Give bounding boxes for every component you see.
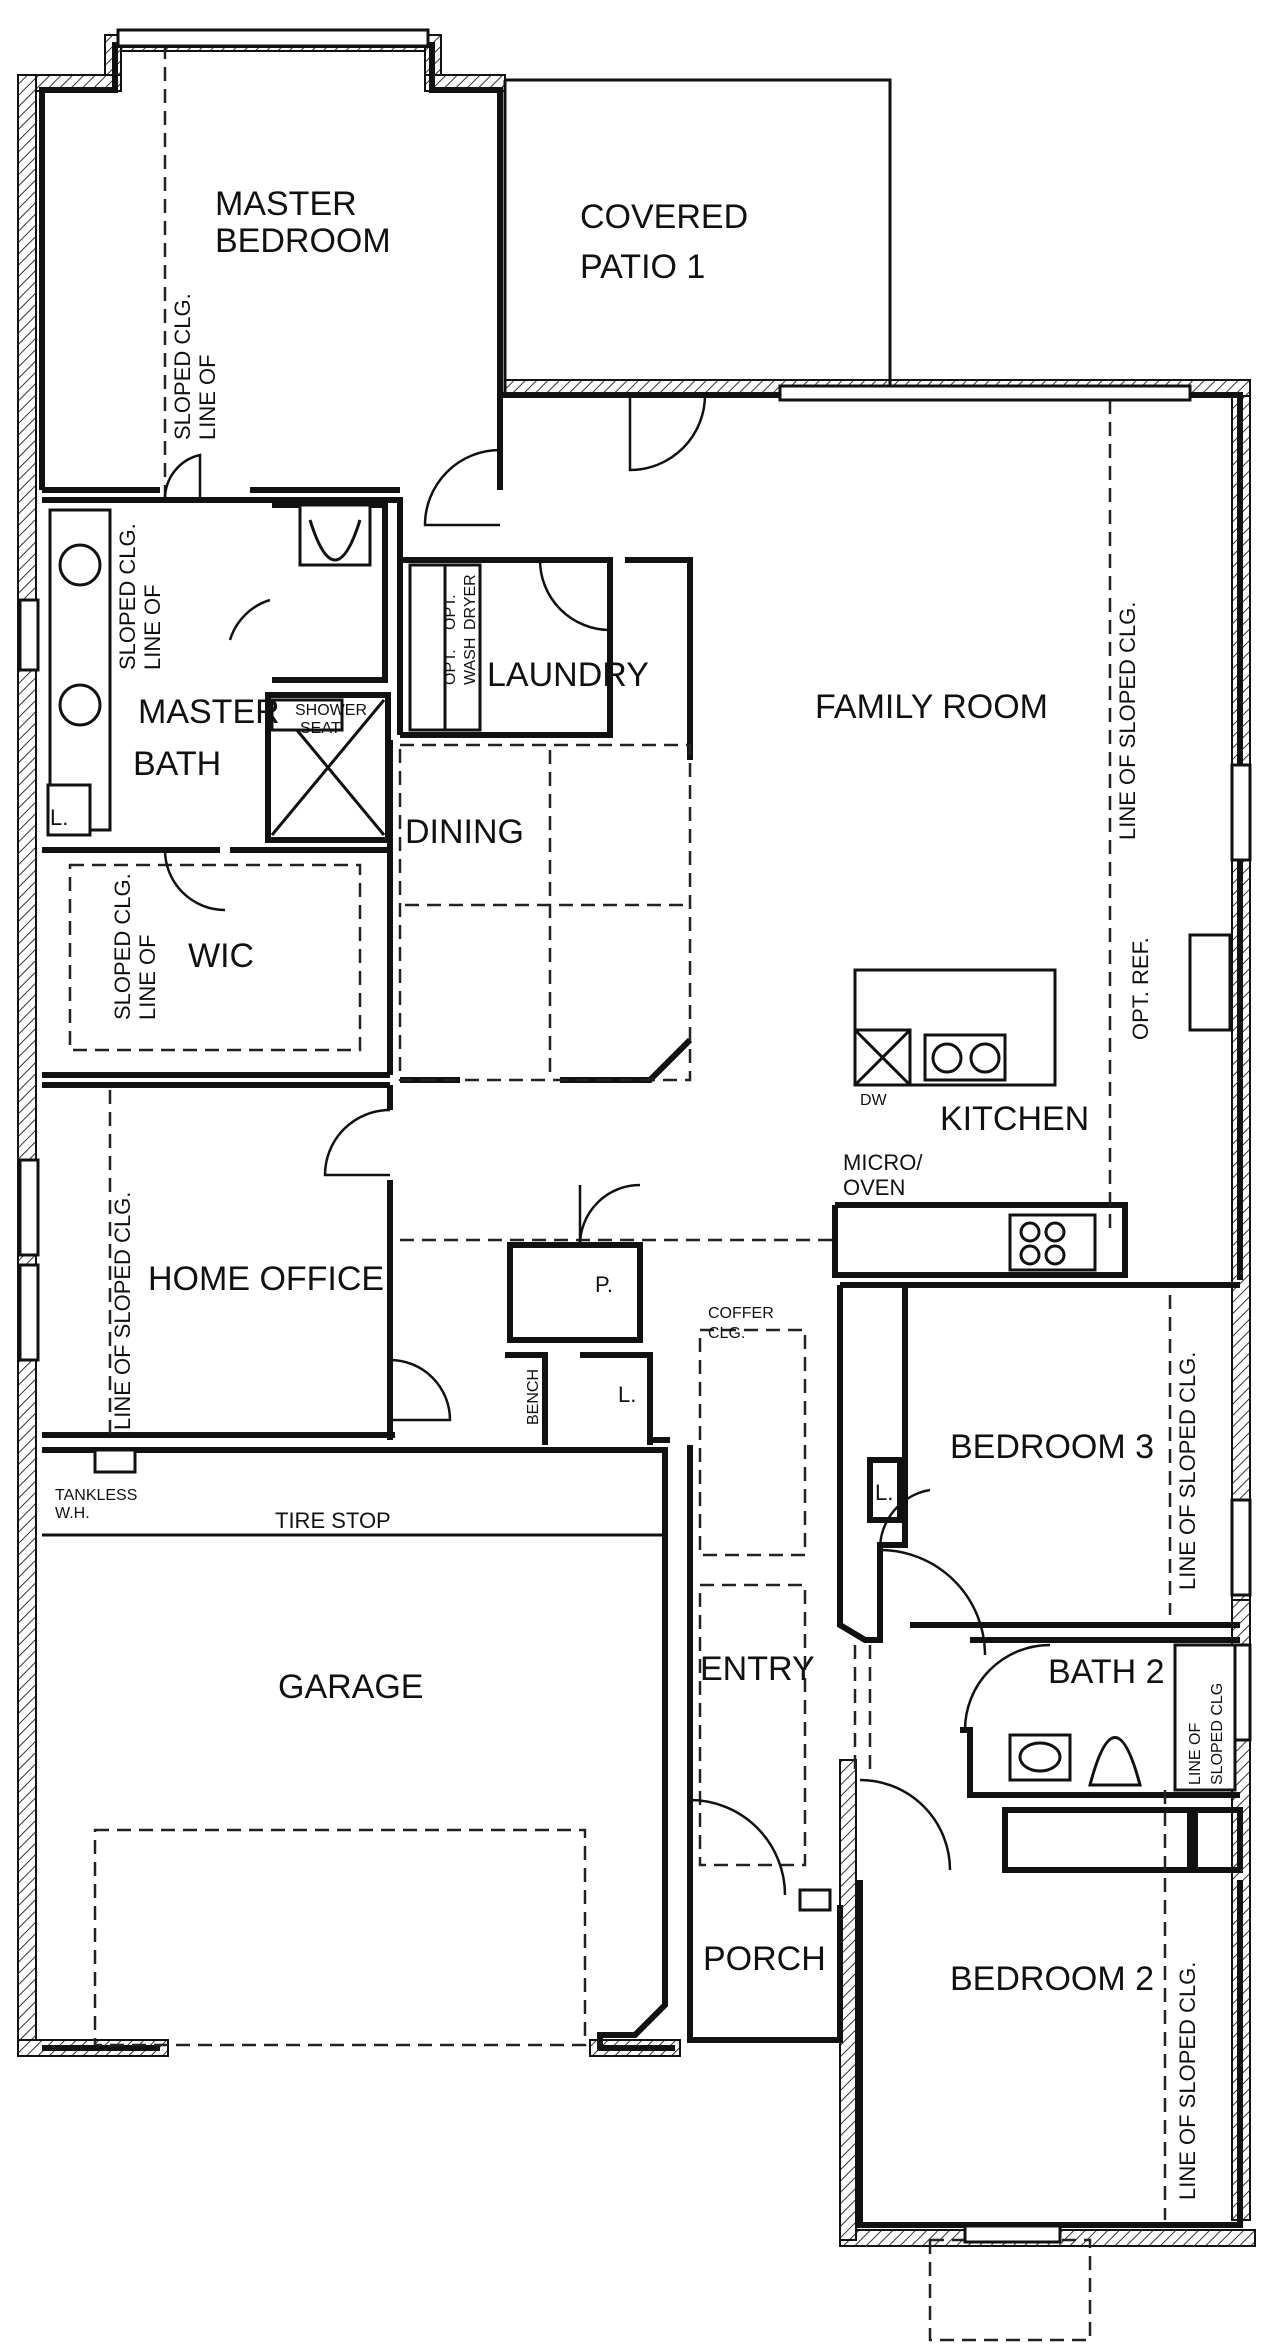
master-bedroom-label: MASTER [215, 185, 357, 223]
line-of-sloped-clg-family: LINE OF SLOPED CLG. [1115, 602, 1140, 840]
master-bedroom-label-2: BEDROOM [215, 222, 391, 260]
opt-dryer-note: OPT. [442, 594, 459, 630]
master-bath-label: MASTER [138, 693, 280, 731]
master-bath-label-2: BATH [133, 745, 221, 783]
line-of-note-wic: LINE OF [135, 934, 160, 1020]
garage-label: GARAGE [278, 1668, 423, 1706]
opt-wash-note: OPT. [442, 649, 459, 685]
sloped-clg-note-master: SLOPED CLG. [170, 293, 195, 440]
tankless-wh-note: W.H. [55, 1505, 90, 1522]
sloped-clg-note-bath: SLOPED CLG. [115, 523, 140, 670]
tire-stop-note: TIRE STOP [275, 1508, 391, 1533]
interior-walls [39, 42, 1243, 2228]
opt-ref-note: OPT. REF. [1128, 937, 1153, 1040]
bench-note: BENCH [525, 1369, 542, 1425]
family-room-label: FAMILY ROOM [815, 688, 1048, 726]
linen-note-entry: L. [618, 1382, 636, 1407]
line-of-sloped-clg-bed2: LINE OF SLOPED CLG. [1175, 1962, 1200, 2200]
pantry-note: P. [595, 1272, 613, 1297]
doors [163, 394, 1051, 1896]
windows [18, 28, 1252, 2244]
coffer-clg-note: CLG. [708, 1325, 745, 1342]
laundry-label: LAUNDRY [487, 656, 649, 694]
bedroom-3-label: BEDROOM 3 [950, 1428, 1154, 1466]
bath-2-label: BATH 2 [1048, 1653, 1165, 1691]
wic-label: WIC [188, 937, 254, 975]
shower-note: SHOWER [295, 702, 367, 719]
line-of-note-master: LINE OF [195, 354, 220, 440]
linen-note-bed3: L. [875, 1480, 893, 1505]
tankless-note: TANKLESS [55, 1487, 137, 1504]
line-of-note-bath: LINE OF [140, 584, 165, 670]
sloped-clg-note-bath2: SLOPED CLG [1209, 1683, 1226, 1785]
covered-patio-label-2: PATIO 1 [580, 248, 705, 286]
dryer-note: DRYER [462, 574, 479, 630]
covered-patio-label: COVERED [580, 198, 748, 236]
oven-note: OVEN [843, 1175, 905, 1200]
dashed-ceiling-lines [68, 45, 1172, 2342]
line-of-sloped-clg-bed3: LINE OF SLOPED CLG. [1175, 1352, 1200, 1590]
home-office-label: HOME OFFICE [148, 1260, 384, 1298]
dw-note: DW [860, 1092, 888, 1109]
line-of-note-bath2: LINE OF [1187, 1723, 1204, 1785]
dining-label: DINING [405, 813, 524, 851]
kitchen-label: KITCHEN [940, 1100, 1089, 1138]
porch-label: PORCH [703, 1940, 826, 1978]
fixtures [46, 503, 1237, 1912]
sloped-clg-note-wic: SLOPED CLG. [110, 873, 135, 1020]
notes: SLOPED CLG. LINE OF SLOPED CLG. LINE OF … [50, 293, 1226, 2200]
wash-note: WASH [462, 638, 479, 685]
room-labels: MASTER BEDROOM COVERED PATIO 1 FAMILY RO… [133, 185, 1165, 1998]
line-of-sloped-clg-office: LINE OF SLOPED CLG. [110, 1192, 135, 1430]
shower-seat-note: SEAT [300, 720, 341, 737]
linen-note-bath: L. [50, 805, 68, 830]
micro-note: MICRO/ [843, 1150, 923, 1175]
entry-label: ENTRY [700, 1650, 815, 1688]
coffer-note: COFFER [708, 1305, 774, 1322]
bedroom-2-label: BEDROOM 2 [950, 1960, 1154, 1998]
